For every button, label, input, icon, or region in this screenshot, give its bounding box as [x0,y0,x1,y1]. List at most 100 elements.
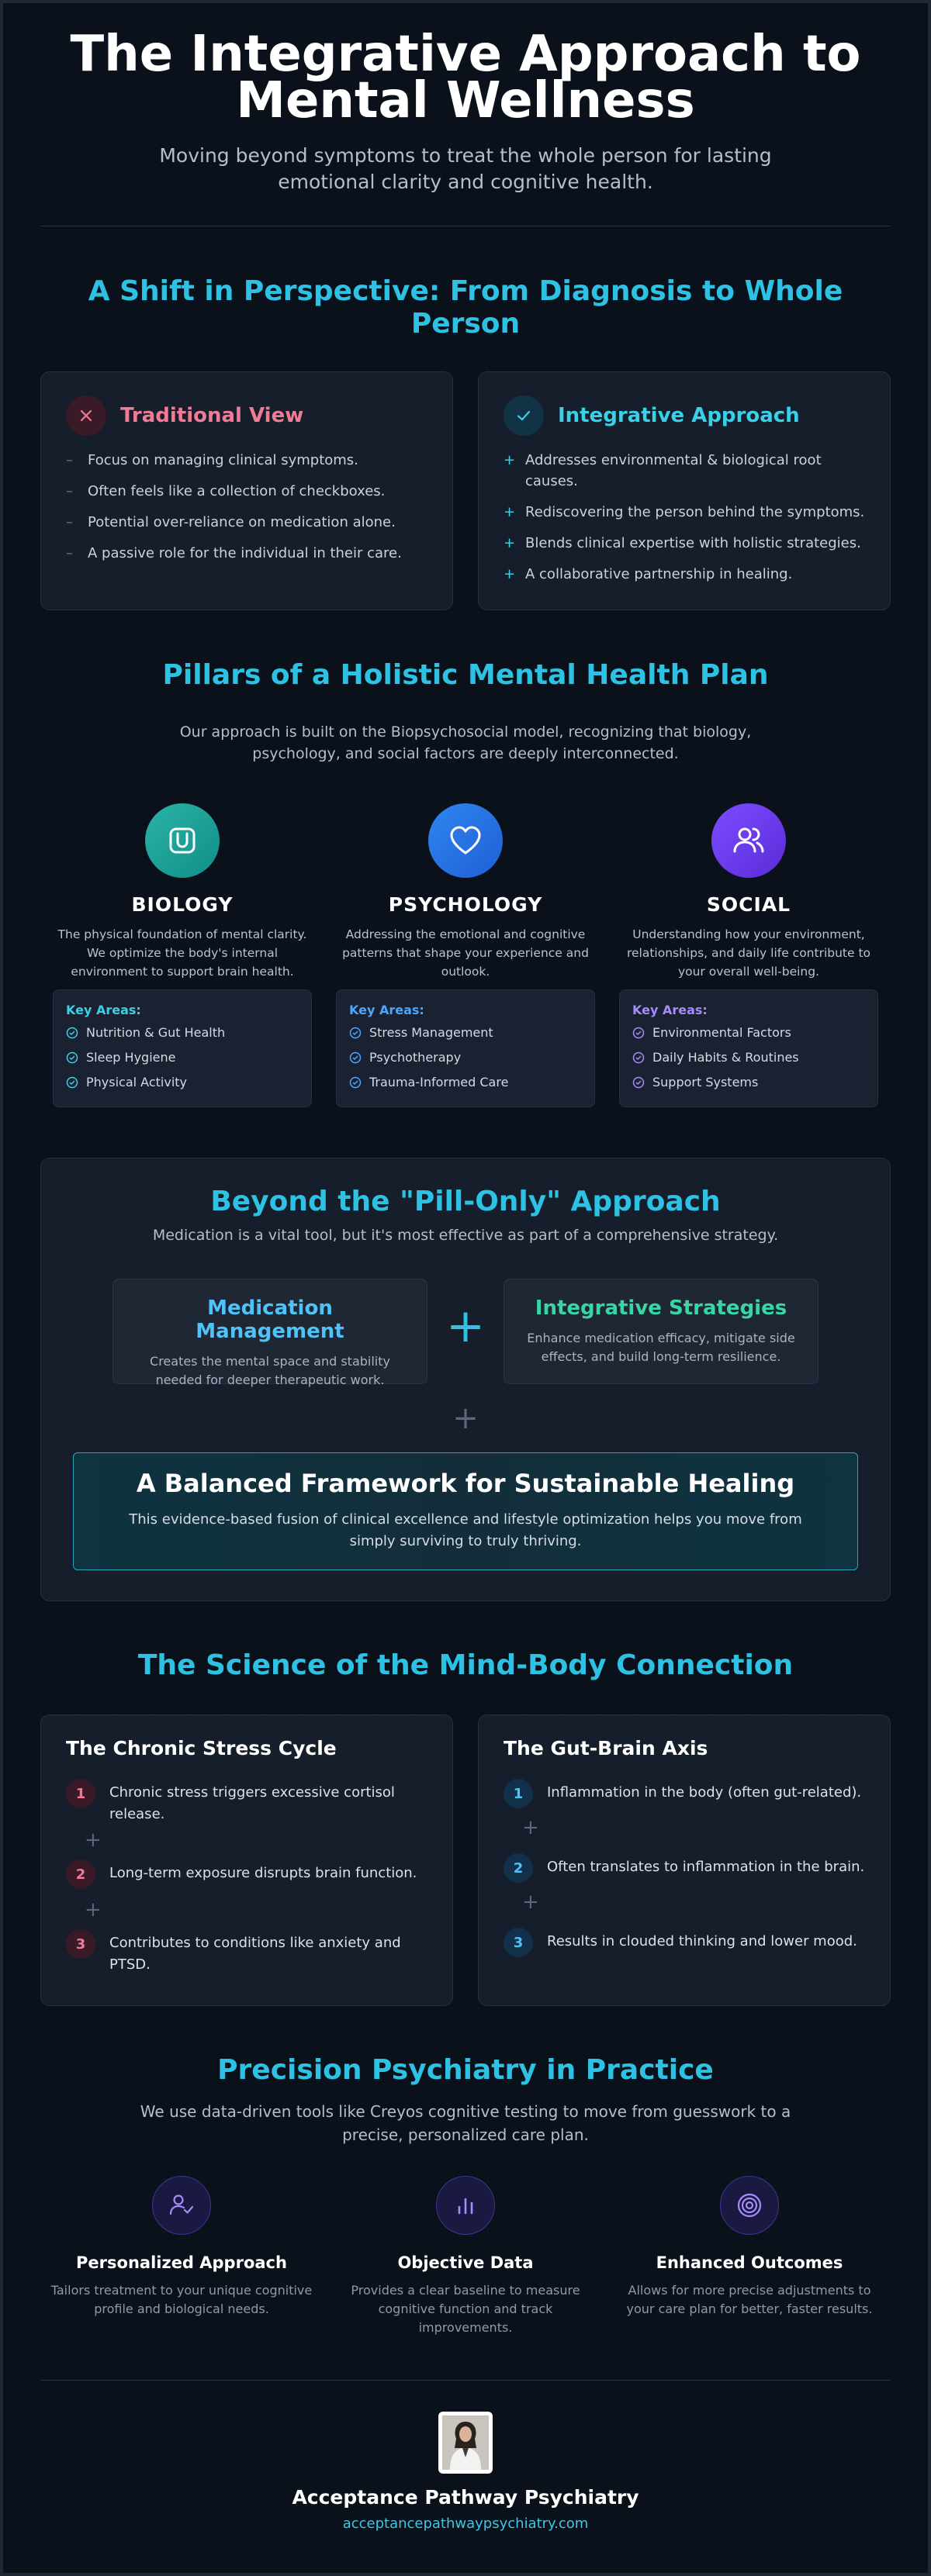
list-item: Sleep Hygiene [66,1048,299,1067]
close-icon [66,395,106,436]
pillar-description: The physical foundation of mental clarit… [57,927,307,979]
precision-description: Allows for more precise adjustments to y… [626,2283,873,2316]
pillar-psychology: PSYCHOLOGY Addressing the emotional and … [336,803,595,981]
list-item: 3 Results in clouded thinking and lower … [504,1928,871,1957]
integrative-strategies-box: Integrative Strategies Enhance medicatio… [504,1279,819,1384]
list-item: Physical Activity [66,1073,299,1092]
list-item: +Rediscovering the person behind the sym… [504,504,865,520]
list-item: 2 Long-term exposure disrupts brain func… [66,1859,434,1889]
plus-icon: + [445,1299,486,1353]
check-circle-icon [349,1051,362,1064]
traditional-list: –Focus on managing clinical symptoms. –O… [66,450,429,574]
gut-brain-title: The Gut-Brain Axis [504,1737,708,1759]
key-areas-label: Key Areas: [349,1003,424,1017]
list-item: Daily Habits & Routines [632,1048,865,1067]
pillar-name: PSYCHOLOGY [388,893,543,916]
pillar-description: Understanding how your environment, rela… [626,927,871,979]
key-areas-biology: Key Areas: Nutrition & Gut Health Sleep … [53,989,312,1107]
pillars-intro: Our approach is built on the Biopsychoso… [179,723,752,762]
beyond-subtitle: Medication is a vital tool, but it's mos… [152,1227,779,1244]
precision-item-objective: Objective Data Provides a clear baseline… [330,2176,601,2337]
plus-icon: + [452,1400,479,1436]
plus-icon: + [522,1891,539,1914]
check-circle-icon [66,1027,78,1039]
target-icon [720,2176,779,2235]
list-item: Environmental Factors [632,1024,865,1042]
footer-name: Acceptance Pathway Psychiatry [292,2486,639,2509]
check-icon [504,395,544,436]
check-circle-icon [632,1027,645,1039]
precision-title: Objective Data [397,2253,534,2272]
check-circle-icon [632,1051,645,1064]
pillar-name: BIOLOGY [131,893,234,916]
plus-icon: + [522,1816,539,1839]
pillar-description: Addressing the emotional and cognitive p… [342,927,589,979]
check-circle-icon [66,1076,78,1089]
precision-item-outcomes: Enhanced Outcomes Allows for more precis… [614,2176,885,2319]
science-heading: The Science of the Mind-Body Connection [137,1649,794,1681]
check-circle-icon [632,1076,645,1089]
users-icon [711,803,786,878]
list-item: Nutrition & Gut Health [66,1024,299,1042]
precision-item-personalized: Personalized Approach Tailors treatment … [46,2176,317,2319]
integrative-strategies-title: Integrative Strategies [535,1297,787,1320]
pillars-heading: Pillars of a Holistic Mental Health Plan [162,659,769,691]
check-circle-icon [66,1051,78,1064]
framework-title: A Balanced Framework for Sustainable Hea… [136,1469,795,1498]
list-item: Support Systems [632,1073,865,1092]
check-circle-icon [349,1027,362,1039]
list-item: Stress Management [349,1024,582,1042]
portrait-icon [442,2415,489,2470]
list-item: 3 Contributes to conditions like anxiety… [66,1929,434,1976]
framework-box: A Balanced Framework for Sustainable Hea… [73,1452,858,1570]
list-item: Psychotherapy [349,1048,582,1067]
key-areas-label: Key Areas: [66,1003,141,1017]
list-item: –A passive role for the individual in th… [66,545,402,561]
user-check-icon [152,2176,211,2235]
logo [438,2412,493,2474]
key-areas-psychology: Key Areas: Stress Management Psychothera… [336,989,595,1107]
beyond-heading: Beyond the "Pill-Only" Approach [210,1186,721,1217]
list-item: –Potential over-reliance on medication a… [66,514,396,530]
medication-box: Medication Management Creates the mental… [112,1279,427,1387]
stress-cycle-title: The Chronic Stress Cycle [66,1737,337,1759]
plus-icon: + [85,1828,102,1852]
page-title: The Integrative Approach to Mental Welln… [70,26,861,129]
list-item: –Focus on managing clinical symptoms. [66,452,358,468]
precision-description: Provides a clear baseline to measure cog… [351,2283,580,2335]
divider [40,2380,891,2381]
stress-cycle-card: The Chronic Stress Cycle 1 Chronic stres… [40,1714,453,2006]
list-item: +Addresses environmental & biological ro… [504,452,822,489]
bar-chart-icon [436,2176,495,2235]
precision-heading: Precision Psychiatry in Practice [217,2054,714,2086]
list-item: 1 Inflammation in the body (often gut-re… [504,1779,871,1808]
check-circle-icon [349,1076,362,1089]
page-subtitle: Moving beyond symptoms to treat the whol… [159,144,772,193]
list-item: 1 Chronic stress triggers excessive cort… [66,1779,434,1825]
pillar-biology: BIOLOGY The physical foundation of menta… [53,803,312,981]
list-item: –Often feels like a collection of checkb… [66,483,386,499]
precision-description: Tailors treatment to your unique cogniti… [50,2283,313,2316]
medication-title: Medication Management [196,1297,344,1343]
key-areas-label: Key Areas: [632,1003,708,1017]
list-item: Trauma-Informed Care [349,1073,582,1092]
precision-title: Enhanced Outcomes [656,2253,843,2272]
key-areas-social: Key Areas: Environmental Factors Daily H… [619,989,878,1107]
heart-icon [428,803,503,878]
list-item: +A collaborative partnership in healing. [504,566,793,582]
integrative-card: Integrative Approach +Addresses environm… [478,371,891,610]
shift-heading: A Shift in Perspective: From Diagnosis t… [88,275,843,340]
traditional-card: Traditional View –Focus on managing clin… [40,371,453,610]
precision-subtitle: We use data-driven tools like Creyos cog… [140,2102,791,2144]
integrative-strategies-description: Enhance medication efficacy, mitigate si… [527,1331,795,1364]
traditional-title: Traditional View [120,404,304,427]
gut-brain-card: The Gut-Brain Axis 1 Inflammation in the… [478,1714,891,2006]
pillar-social: SOCIAL Understanding how your environmen… [619,803,878,981]
footer-link[interactable]: acceptancepathwaypsychiatry.com [342,2516,589,2532]
integrative-title: Integrative Approach [558,404,800,427]
plus-icon: + [85,1898,102,1922]
framework-description: This evidence-based fusion of clinical e… [129,1511,802,1549]
medication-description: Creates the mental space and stability n… [150,1354,390,1387]
list-item: 2 Often translates to inflammation in th… [504,1853,871,1883]
pillar-name: SOCIAL [706,893,791,916]
